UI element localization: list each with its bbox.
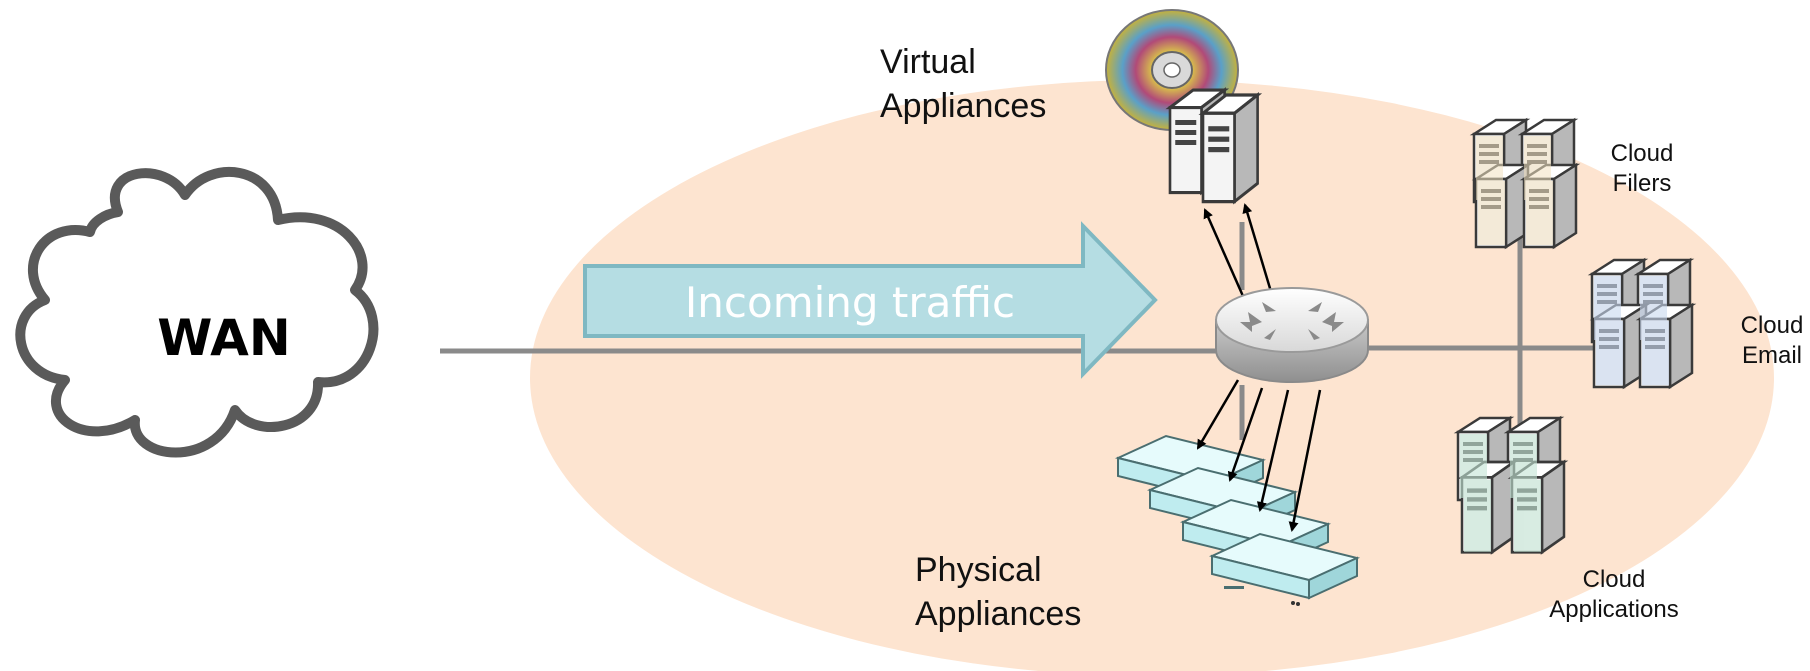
cloud-email-label-line2: Email [1742,342,1802,369]
cloud-applications-servers-icon [1456,416,1566,554]
cloud-applications-label-line1: Cloud [1583,566,1646,593]
router-to-physical-arrows [1196,379,1322,532]
incoming-traffic-label: Incoming traffic [685,278,1015,327]
cloud-filers-label-line2: Filers [1613,170,1672,197]
virtual-appliances-label-line1: Virtual [880,43,976,81]
cloud-filers-servers-icon [1472,118,1578,249]
router-icon [1215,287,1369,383]
physical-appliances-icon [1117,435,1358,606]
virtual-appliances-label-line2: Appliances [880,87,1046,125]
cloud-email-label-line1: Cloud [1741,312,1804,339]
cloud-filers-label-line1: Cloud [1611,140,1674,167]
wan-label: WAN [157,309,290,367]
cloud-applications-label-line2: Applications [1549,596,1678,623]
incoming-traffic-arrow [583,221,1158,379]
cloud-email-servers-icon [1590,258,1694,389]
physical-appliances-label-line2: Appliances [915,595,1081,633]
physical-appliances-label-line1: Physical [915,551,1042,589]
virtual-appliance-servers-icon [1168,88,1260,204]
wan-cloud-icon [15,167,379,458]
